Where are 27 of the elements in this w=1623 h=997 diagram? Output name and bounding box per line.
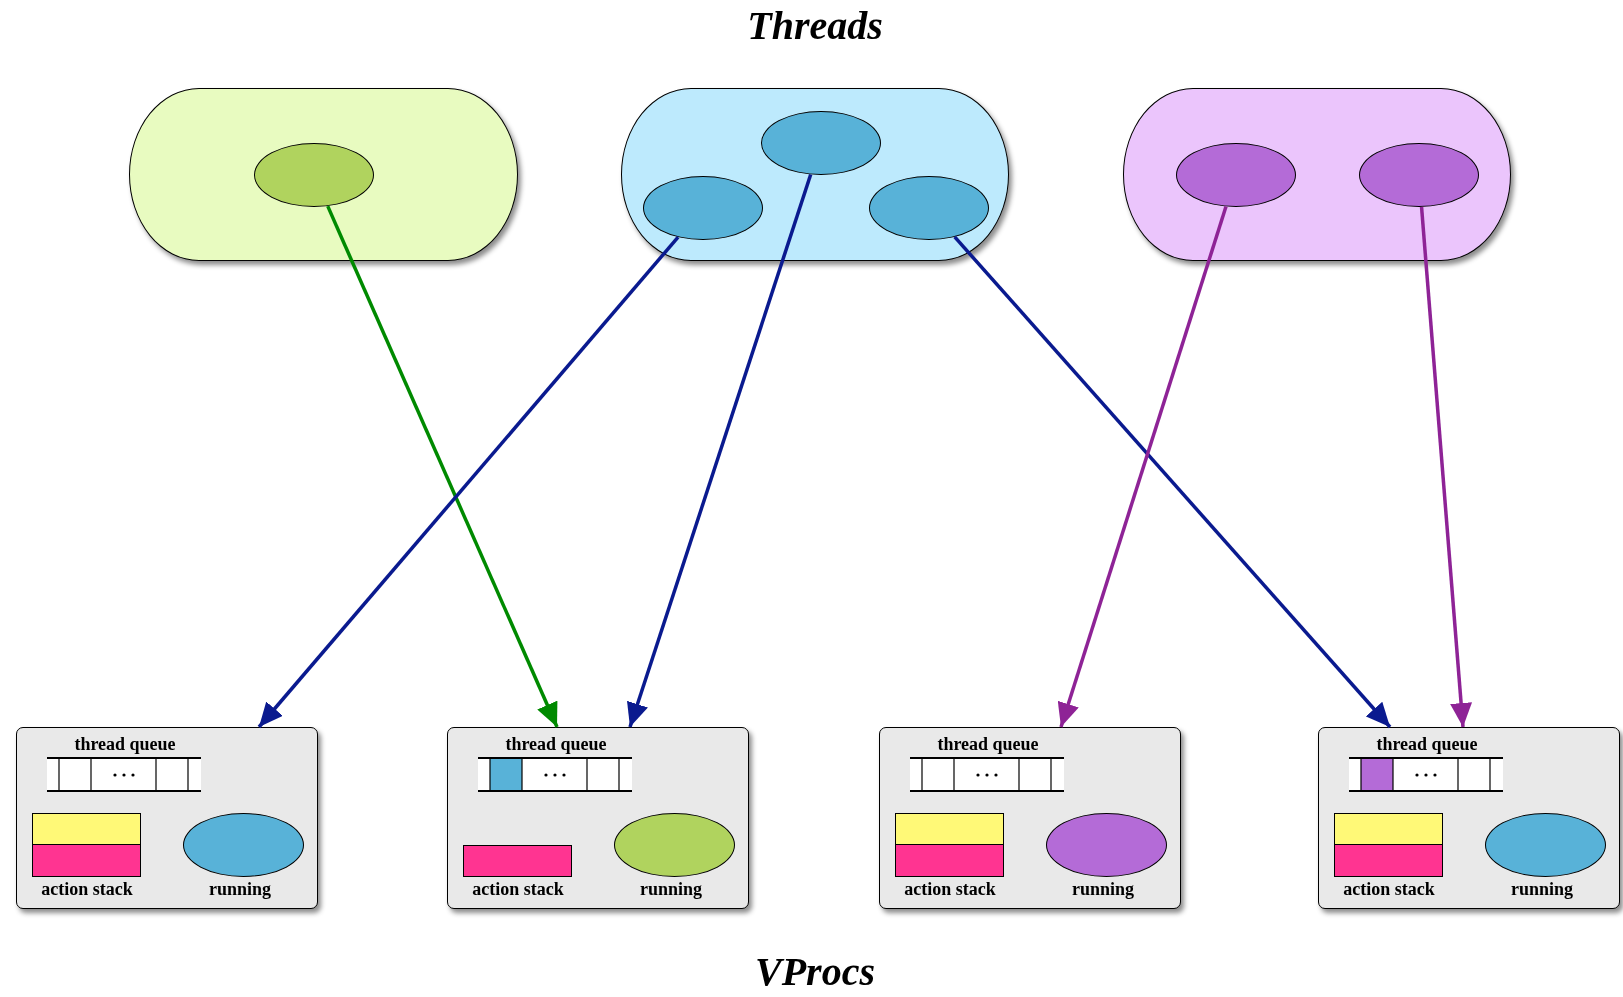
component-label: running	[1511, 879, 1573, 900]
component-label: thread queue	[937, 734, 1039, 755]
thread-group-capsule	[621, 88, 1009, 261]
diagram-caption: VProcs	[755, 948, 875, 995]
component-label: running	[1072, 879, 1134, 900]
thread-group-capsule	[1123, 88, 1511, 261]
thread-group-capsule	[129, 88, 518, 261]
vproc-box	[447, 727, 749, 909]
component-label: running	[209, 879, 271, 900]
arrow	[627, 173, 813, 728]
arrow	[1419, 206, 1473, 728]
component-label: action stack	[904, 879, 996, 900]
component-label: action stack	[1343, 879, 1435, 900]
arrow	[326, 205, 559, 728]
vproc-box	[1318, 727, 1620, 909]
component-label: thread queue	[74, 734, 176, 755]
vproc-box	[879, 727, 1181, 909]
vproc-box	[16, 727, 318, 909]
component-label: action stack	[472, 879, 564, 900]
component-label: action stack	[41, 879, 133, 900]
arrow	[257, 235, 680, 729]
component-label: thread queue	[1376, 734, 1478, 755]
arrow	[953, 235, 1392, 729]
diagram-title: Threads	[747, 2, 883, 49]
component-label: thread queue	[505, 734, 607, 755]
component-label: running	[640, 879, 702, 900]
arrow	[1057, 206, 1228, 728]
